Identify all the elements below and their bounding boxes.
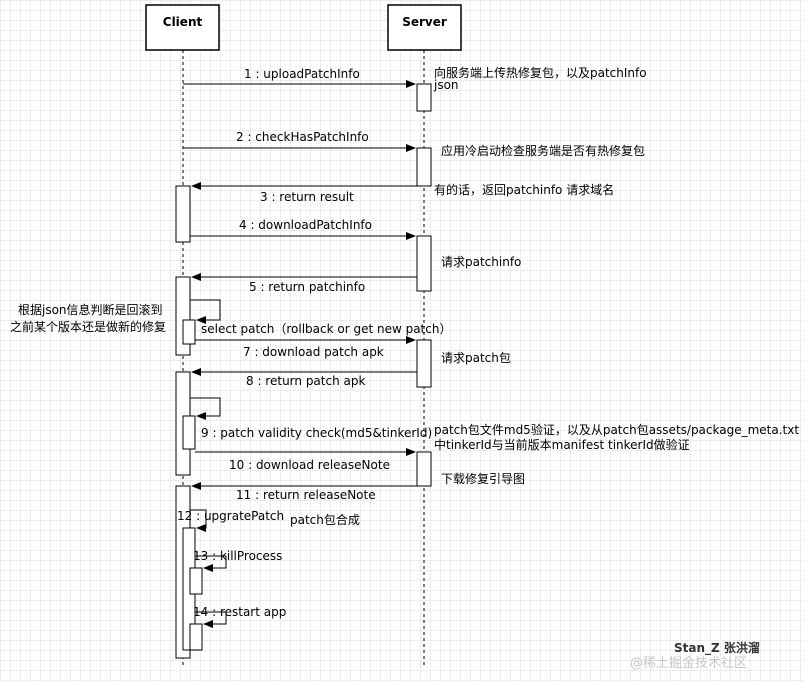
client-activation: [182, 319, 196, 345]
note-upload: json: [433, 78, 459, 92]
participant-client[interactable]: Client: [145, 4, 220, 51]
note-validity: patch包文件md5验证，以及从patch包assets/package_me…: [434, 422, 799, 437]
message-label-3: 3 : return result: [260, 190, 354, 204]
participant-client-label: Client: [163, 15, 203, 29]
note-merge: patch包合成: [290, 512, 360, 527]
self-arrow-12: [190, 509, 207, 532]
participant-server-label: Server: [402, 15, 447, 29]
note-select: 根据json信息判断是回滚到: [18, 302, 163, 317]
message-label-4: 4 : downloadPatchInfo: [239, 218, 372, 232]
message-label-13: 13 : killProcess: [193, 549, 282, 563]
note-request-patch: 请求patch包: [441, 351, 511, 365]
self-arrow-6: [190, 299, 221, 324]
server-activation: [416, 235, 432, 292]
self-arrow-14: [195, 611, 227, 628]
note-request-patchinfo: 请求patchinfo: [441, 255, 521, 269]
watermark-site: @稀土掘金技术社区: [630, 655, 747, 671]
note-check: 应用冷启动检查服务端是否有热修复包: [441, 143, 645, 158]
self-arrow-9: [190, 397, 221, 420]
self-arrow-13: [195, 555, 227, 572]
note-release-note: 下载修复引导图: [441, 471, 525, 486]
message-label-2: 2 : checkHasPatchInfo: [236, 130, 369, 144]
message-label-7: 7 : download patch apk: [243, 345, 384, 359]
message-label-8: 8 : return patch apk: [246, 374, 365, 388]
note-result: 有的话，返回patchinfo 请求域名: [434, 182, 614, 197]
server-activation: [416, 147, 432, 187]
message-label-9: 9 : patch validity check(md5&tinkerId): [201, 426, 432, 440]
client-activation: [189, 623, 203, 651]
client-activation: [175, 185, 191, 243]
message-label-5: 5 : return patchinfo: [249, 280, 365, 294]
client-activation: [189, 567, 203, 595]
message-label-6: select patch（rollback or get new patch）: [201, 322, 451, 336]
note-upload: 向服务端上传热修复包，以及patchInfo: [434, 65, 647, 80]
message-label-14: 14 : restart app: [193, 605, 286, 619]
watermark-author: Stan_Z 张洪溜: [674, 640, 760, 656]
client-activation: [182, 415, 196, 450]
server-activation: [416, 83, 432, 112]
message-label-12: 12 : upgratePatch: [177, 509, 284, 523]
message-label-11: 11 : return releaseNote: [236, 488, 376, 502]
server-activation: [416, 339, 432, 388]
participant-server[interactable]: Server: [387, 4, 462, 51]
message-label-10: 10 : download releaseNote: [229, 458, 390, 472]
server-activation: [416, 451, 432, 487]
message-label-1: 1 : uploadPatchInfo: [244, 67, 360, 81]
note-select: 之前某个版本还是做新的修复: [10, 319, 166, 334]
note-validity: 中tinkerId与当前版本manifest tinkerId做验证: [434, 437, 690, 452]
